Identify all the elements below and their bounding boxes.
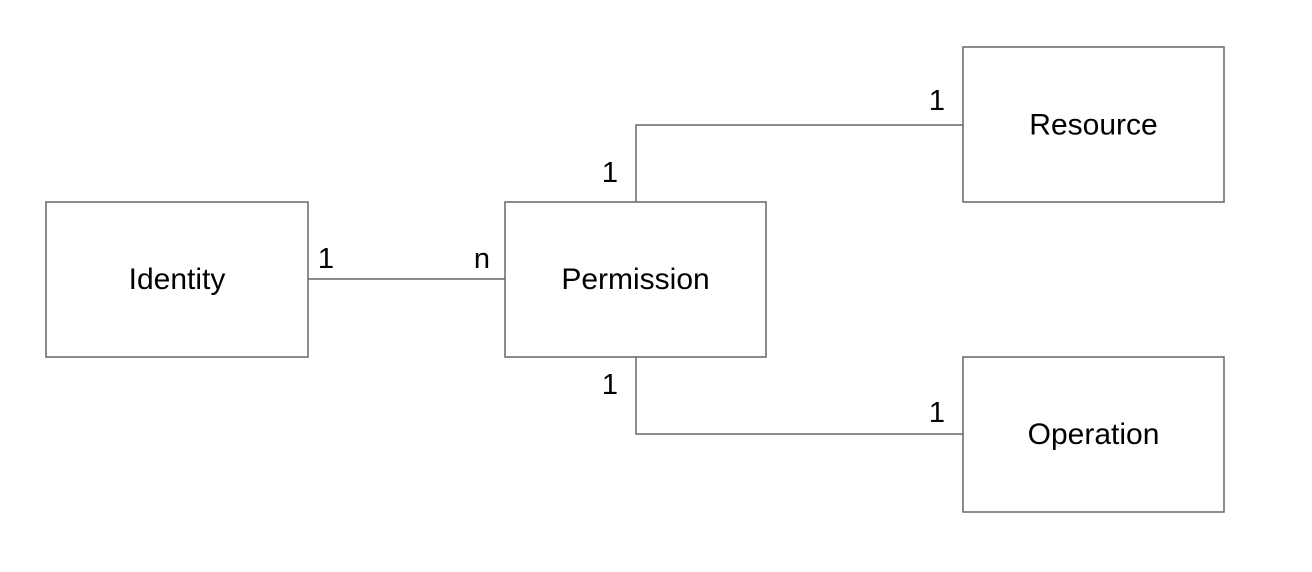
entity-identity[interactable]: Identity bbox=[45, 201, 309, 358]
cardinality-permission-resource-side: 1 bbox=[602, 157, 618, 189]
entity-identity-box bbox=[45, 201, 309, 358]
cardinality-permission-identity-side: n bbox=[474, 243, 490, 275]
entity-permission[interactable]: Permission bbox=[504, 201, 767, 358]
cardinality-resource-side: 1 bbox=[929, 85, 945, 117]
entity-resource[interactable]: Resource bbox=[962, 46, 1225, 203]
entity-operation-box bbox=[962, 356, 1225, 513]
entity-operation[interactable]: Operation bbox=[962, 356, 1225, 513]
entity-resource-label: Resource bbox=[1029, 109, 1157, 142]
entity-operation-label: Operation bbox=[1028, 418, 1160, 451]
entity-identity-label: Identity bbox=[129, 263, 226, 296]
cardinality-identity-side: 1 bbox=[318, 243, 334, 275]
entity-resource-box bbox=[962, 46, 1225, 203]
cardinality-operation-side: 1 bbox=[929, 397, 945, 429]
cardinality-permission-operation-side: 1 bbox=[602, 369, 618, 401]
entity-permission-box bbox=[504, 201, 767, 358]
connector-permission-resource bbox=[635, 124, 963, 202]
entity-permission-label: Permission bbox=[561, 263, 709, 296]
connector-permission-operation bbox=[635, 357, 963, 435]
